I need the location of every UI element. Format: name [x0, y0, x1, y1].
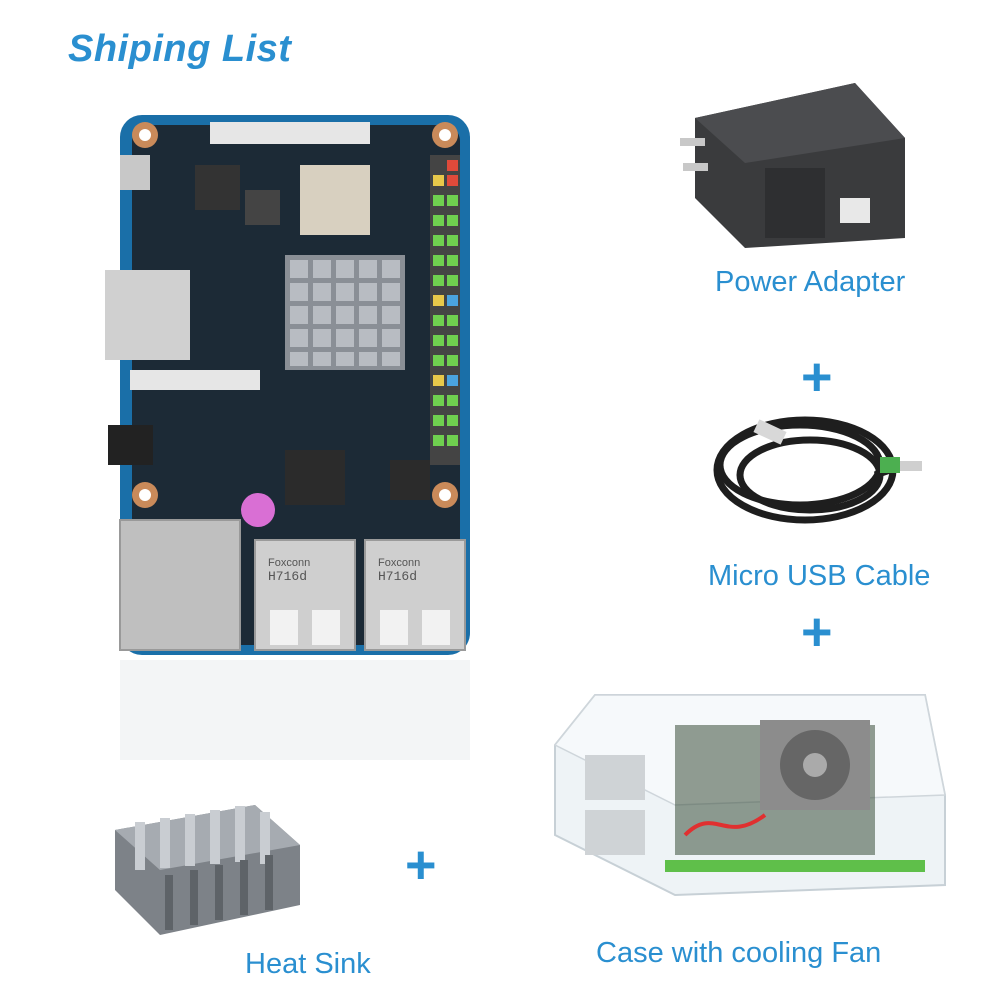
plus-icon-3: + [405, 835, 437, 895]
plus-icon-1: + [801, 347, 833, 407]
micro-usb-cable-label: Micro USB Cable [708, 560, 931, 592]
heat-sink-label: Heat Sink [245, 948, 371, 980]
plus-icon-2: + [801, 602, 833, 662]
power-adapter-image [675, 78, 915, 253]
micro-usb-cable-image [705, 395, 935, 545]
tinker-board-image: Foxconn H716d Foxconn H716d [100, 110, 480, 770]
power-adapter-label: Power Adapter [715, 266, 906, 298]
heat-sink-image [105, 790, 305, 940]
case-with-fan-image [545, 685, 955, 915]
usb-port-label-2: Foxconn H716d [378, 557, 421, 584]
usb-port-label-1: Foxconn H716d [268, 557, 311, 584]
page-title: Shiping List [68, 28, 292, 70]
case-with-fan-label: Case with cooling Fan [596, 937, 882, 969]
